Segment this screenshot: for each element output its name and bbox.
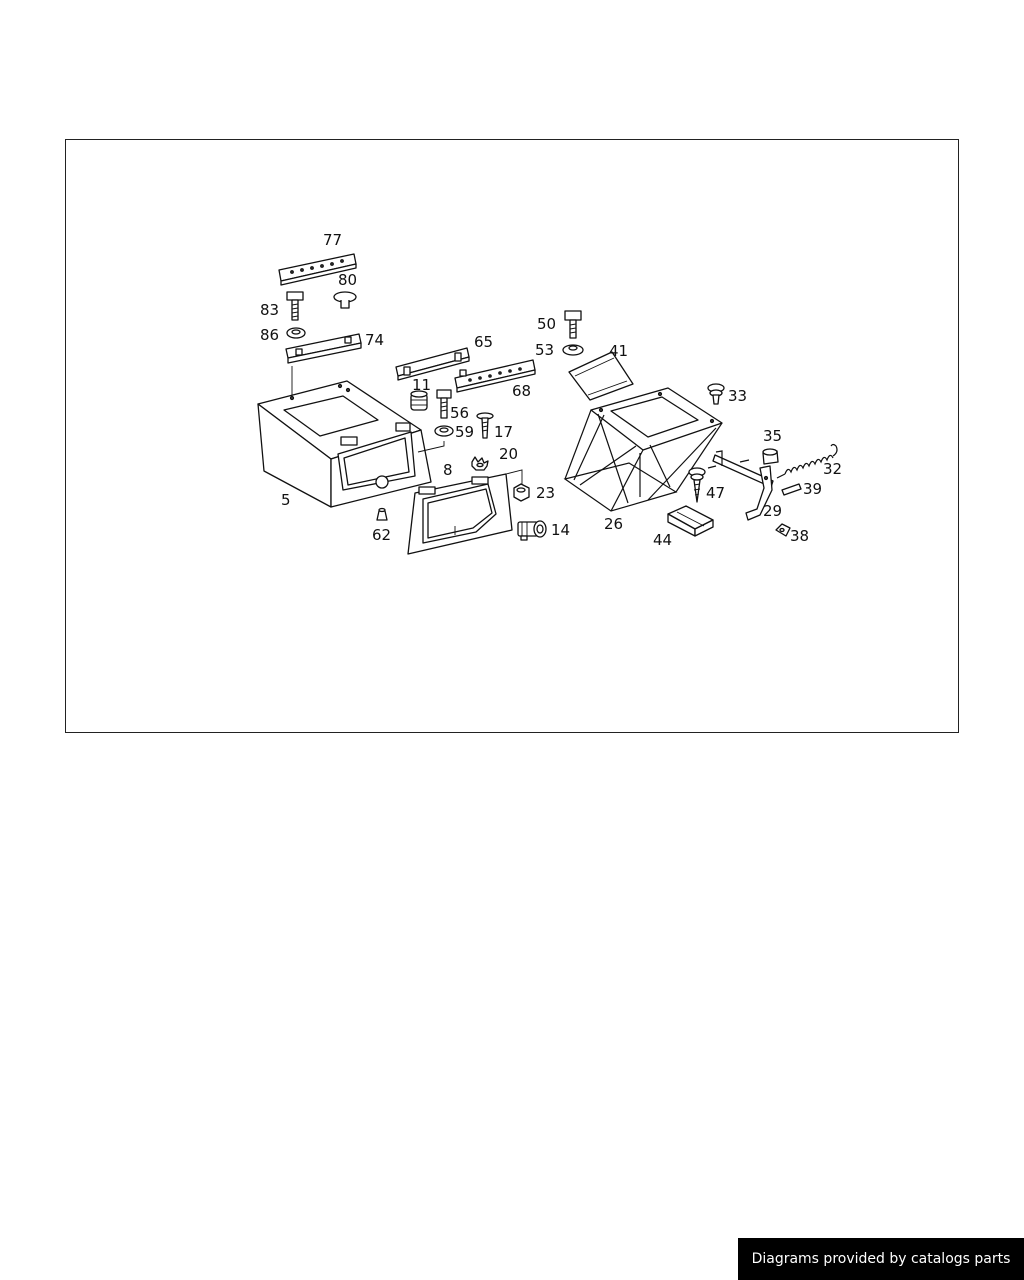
callout-62: 62 [372, 526, 391, 544]
part-26-frame [563, 387, 723, 512]
part-32-spring [776, 443, 838, 479]
part-47-screw [688, 467, 706, 503]
callout-29: 29 [763, 502, 782, 520]
part-56-bolt [436, 389, 452, 419]
part-77-rail [278, 253, 357, 286]
part-33-screw [707, 383, 725, 405]
part-44-pad [667, 505, 714, 537]
part-68-rail [454, 359, 536, 393]
callout-44: 44 [653, 531, 672, 549]
callout-53: 53 [535, 341, 554, 359]
callout-77: 77 [323, 231, 342, 249]
part-29-lever [707, 450, 774, 521]
part-5-housing [257, 366, 432, 508]
part-65-rail [395, 347, 470, 381]
part-86-washer [286, 327, 306, 339]
part-50-bolt [564, 310, 582, 339]
callout-33: 33 [728, 387, 747, 405]
callout-14: 14 [551, 521, 570, 539]
part-41-plate [568, 351, 634, 401]
part-80-knob [333, 291, 357, 309]
part-74-bracket [285, 333, 362, 364]
callout-38: 38 [790, 527, 809, 545]
diagram-frame [65, 139, 959, 733]
part-23-nut [513, 483, 530, 502]
callout-47: 47 [706, 484, 725, 502]
callout-11: 11 [412, 376, 431, 394]
callout-59: 59 [455, 423, 474, 441]
callout-labels: 77 80 83 86 74 65 11 56 17 59 20 5 62 8 … [260, 231, 842, 549]
callout-8: 8 [443, 461, 453, 479]
part-17-screw [476, 412, 494, 439]
part-11-grommet [410, 390, 428, 411]
part-14-lock [517, 520, 547, 541]
part-39-pin [781, 483, 802, 496]
callout-20: 20 [499, 445, 518, 463]
callout-74: 74 [365, 331, 384, 349]
callout-50: 50 [537, 315, 556, 333]
part-38-clip [775, 523, 791, 537]
part-62-cap [376, 507, 388, 521]
callout-5: 5 [281, 491, 291, 509]
part-20-star-washer [471, 456, 489, 471]
callout-26: 26 [604, 515, 623, 533]
callout-23: 23 [536, 484, 555, 502]
callout-65: 65 [474, 333, 493, 351]
callout-68: 68 [512, 382, 531, 400]
part-83-bolt [286, 291, 304, 321]
callout-56: 56 [450, 404, 469, 422]
part-53-washer [562, 344, 584, 356]
callout-41: 41 [609, 342, 628, 360]
callout-86: 86 [260, 326, 279, 344]
callout-39: 39 [803, 480, 822, 498]
callout-17: 17 [494, 423, 513, 441]
callout-35: 35 [763, 427, 782, 445]
part-59-washer [417, 425, 454, 453]
callout-83: 83 [260, 301, 279, 319]
footer-credit: Diagrams provided by catalogs parts [738, 1238, 1024, 1280]
part-35-buffer [762, 448, 779, 465]
callout-32: 32 [823, 460, 842, 478]
part-8-door [407, 469, 523, 555]
callout-80: 80 [338, 271, 357, 289]
